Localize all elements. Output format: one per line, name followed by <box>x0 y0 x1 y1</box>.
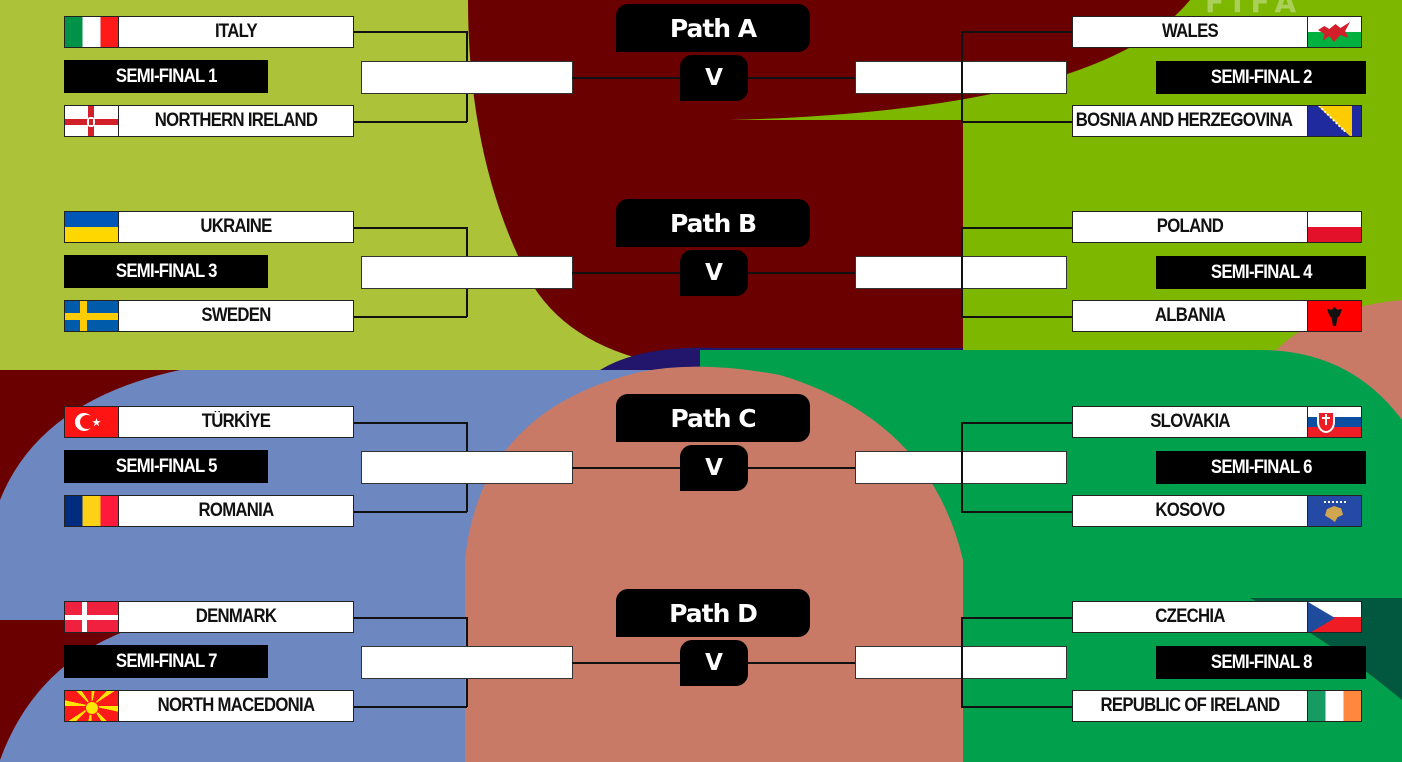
bracket-line <box>961 227 1073 229</box>
bg-maroon-corner-bottom <box>0 620 160 760</box>
semi-final-5-winner-slot[interactable] <box>361 451 573 484</box>
team-romania[interactable]: ROMANIA <box>64 495 354 527</box>
bracket-line <box>961 31 963 122</box>
bracket-line <box>354 316 467 318</box>
team-north-macedonia[interactable]: NORTH MACEDONIA <box>64 690 354 722</box>
semi-final-7-winner-slot[interactable] <box>361 646 573 679</box>
bracket-line <box>961 227 963 317</box>
team-name: UKRAINE <box>200 216 272 237</box>
vs-label: V <box>680 640 748 686</box>
fifa-watermark: FIFA <box>1205 0 1305 19</box>
semi-final-2-label: SEMI-FINAL 2 <box>1156 61 1366 94</box>
northern-ireland-flag <box>65 106 119 136</box>
italy-flag <box>65 17 119 47</box>
team-name: ROMANIA <box>198 500 275 521</box>
team-ukraine[interactable]: UKRAINE <box>64 211 354 243</box>
team-turkiye[interactable]: TÜRKİYE <box>64 406 354 438</box>
team-kosovo[interactable]: KOSOVO <box>1072 495 1362 527</box>
bracket-line <box>354 511 467 513</box>
team-name: TÜRKİYE <box>201 411 271 432</box>
north-macedonia-flag <box>65 691 119 721</box>
bracket-line <box>961 422 963 512</box>
team-name: NORTHERN IRELAND <box>154 110 318 131</box>
bracket-line <box>961 617 963 707</box>
bracket-line <box>961 422 1073 424</box>
bracket-line <box>354 121 467 123</box>
bracket-line <box>961 511 1073 513</box>
bg-maroon-corner-top <box>0 370 180 500</box>
semi-final-1-winner-slot[interactable] <box>361 61 573 94</box>
team-name: ITALY <box>214 21 258 42</box>
team-name: SWEDEN <box>201 305 271 326</box>
bracket-line <box>354 422 467 424</box>
team-name: REPUBLIC OF IRELAND <box>1100 695 1281 716</box>
team-italy[interactable]: ITALY <box>64 16 354 48</box>
kosovo-flag <box>1307 496 1361 526</box>
team-denmark[interactable]: DENMARK <box>64 601 354 633</box>
team-name: POLAND <box>1156 216 1224 237</box>
bracket-line <box>354 31 467 33</box>
bracket-line <box>354 227 467 229</box>
team-name: SLOVAKIA <box>1150 411 1230 432</box>
bosnia-flag <box>1307 106 1361 136</box>
bracket-line <box>961 31 1073 33</box>
vs-label: V <box>680 55 748 101</box>
team-albania[interactable]: ALBANIA <box>1072 300 1362 332</box>
team-name: ALBANIA <box>1154 305 1226 326</box>
path-d-label: Path D <box>616 589 810 637</box>
vs-label: V <box>680 445 748 491</box>
team-poland[interactable]: POLAND <box>1072 211 1362 243</box>
semi-final-6-label: SEMI-FINAL 6 <box>1156 451 1366 484</box>
bg-dark-green-wedge <box>1250 598 1402 700</box>
path-c-label: Path C <box>616 394 810 442</box>
team-name: CZECHIA <box>1155 606 1225 627</box>
team-name: BOSNIA AND HERZEGOVINA <box>1075 110 1293 131</box>
semi-final-5-label: SEMI-FINAL 5 <box>64 450 268 483</box>
bracket-line <box>961 706 1073 708</box>
turkey-flag <box>65 407 119 437</box>
semi-final-1-label: SEMI-FINAL 1 <box>64 60 268 93</box>
team-name: WALES <box>1162 21 1219 42</box>
bracket-line <box>961 121 1073 123</box>
semi-final-8-label: SEMI-FINAL 8 <box>1156 646 1366 679</box>
team-northern-ireland[interactable]: NORTHERN IRELAND <box>64 105 354 137</box>
bg-salmon-corner-right <box>1260 350 1402 420</box>
slovakia-flag <box>1307 407 1361 437</box>
bracket-line <box>961 617 1073 619</box>
romania-flag <box>65 496 119 526</box>
semi-final-3-winner-slot[interactable] <box>361 256 573 289</box>
bracket-line <box>961 316 1073 318</box>
path-a-label: Path A <box>616 4 810 52</box>
denmark-flag <box>65 602 119 632</box>
team-name: DENMARK <box>195 606 277 627</box>
ukraine-flag <box>65 212 119 242</box>
bracket-line <box>354 617 467 619</box>
albania-flag <box>1307 301 1361 331</box>
team-name: NORTH MACEDONIA <box>157 695 315 716</box>
path-b-label: Path B <box>616 199 810 247</box>
team-wales[interactable]: WALES <box>1072 16 1362 48</box>
team-slovakia[interactable]: SLOVAKIA <box>1072 406 1362 438</box>
bracket-line <box>354 706 467 708</box>
team-republic-of-ireland[interactable]: REPUBLIC OF IRELAND <box>1072 690 1362 722</box>
sweden-flag <box>65 301 119 331</box>
semi-final-7-label: SEMI-FINAL 7 <box>64 645 268 678</box>
bg-maroon-shape <box>468 0 1190 370</box>
vs-label: V <box>680 250 748 296</box>
semi-final-4-label: SEMI-FINAL 4 <box>1156 256 1366 289</box>
team-bosnia-and-herzegovina[interactable]: BOSNIA AND HERZEGOVINA <box>1072 105 1362 137</box>
poland-flag <box>1307 212 1361 242</box>
czechia-flag <box>1307 602 1361 632</box>
team-name: KOSOVO <box>1155 500 1225 521</box>
wales-flag <box>1307 17 1361 47</box>
semi-final-3-label: SEMI-FINAL 3 <box>64 255 268 288</box>
team-czechia[interactable]: CZECHIA <box>1072 601 1362 633</box>
ireland-flag <box>1307 691 1361 721</box>
team-sweden[interactable]: SWEDEN <box>64 300 354 332</box>
